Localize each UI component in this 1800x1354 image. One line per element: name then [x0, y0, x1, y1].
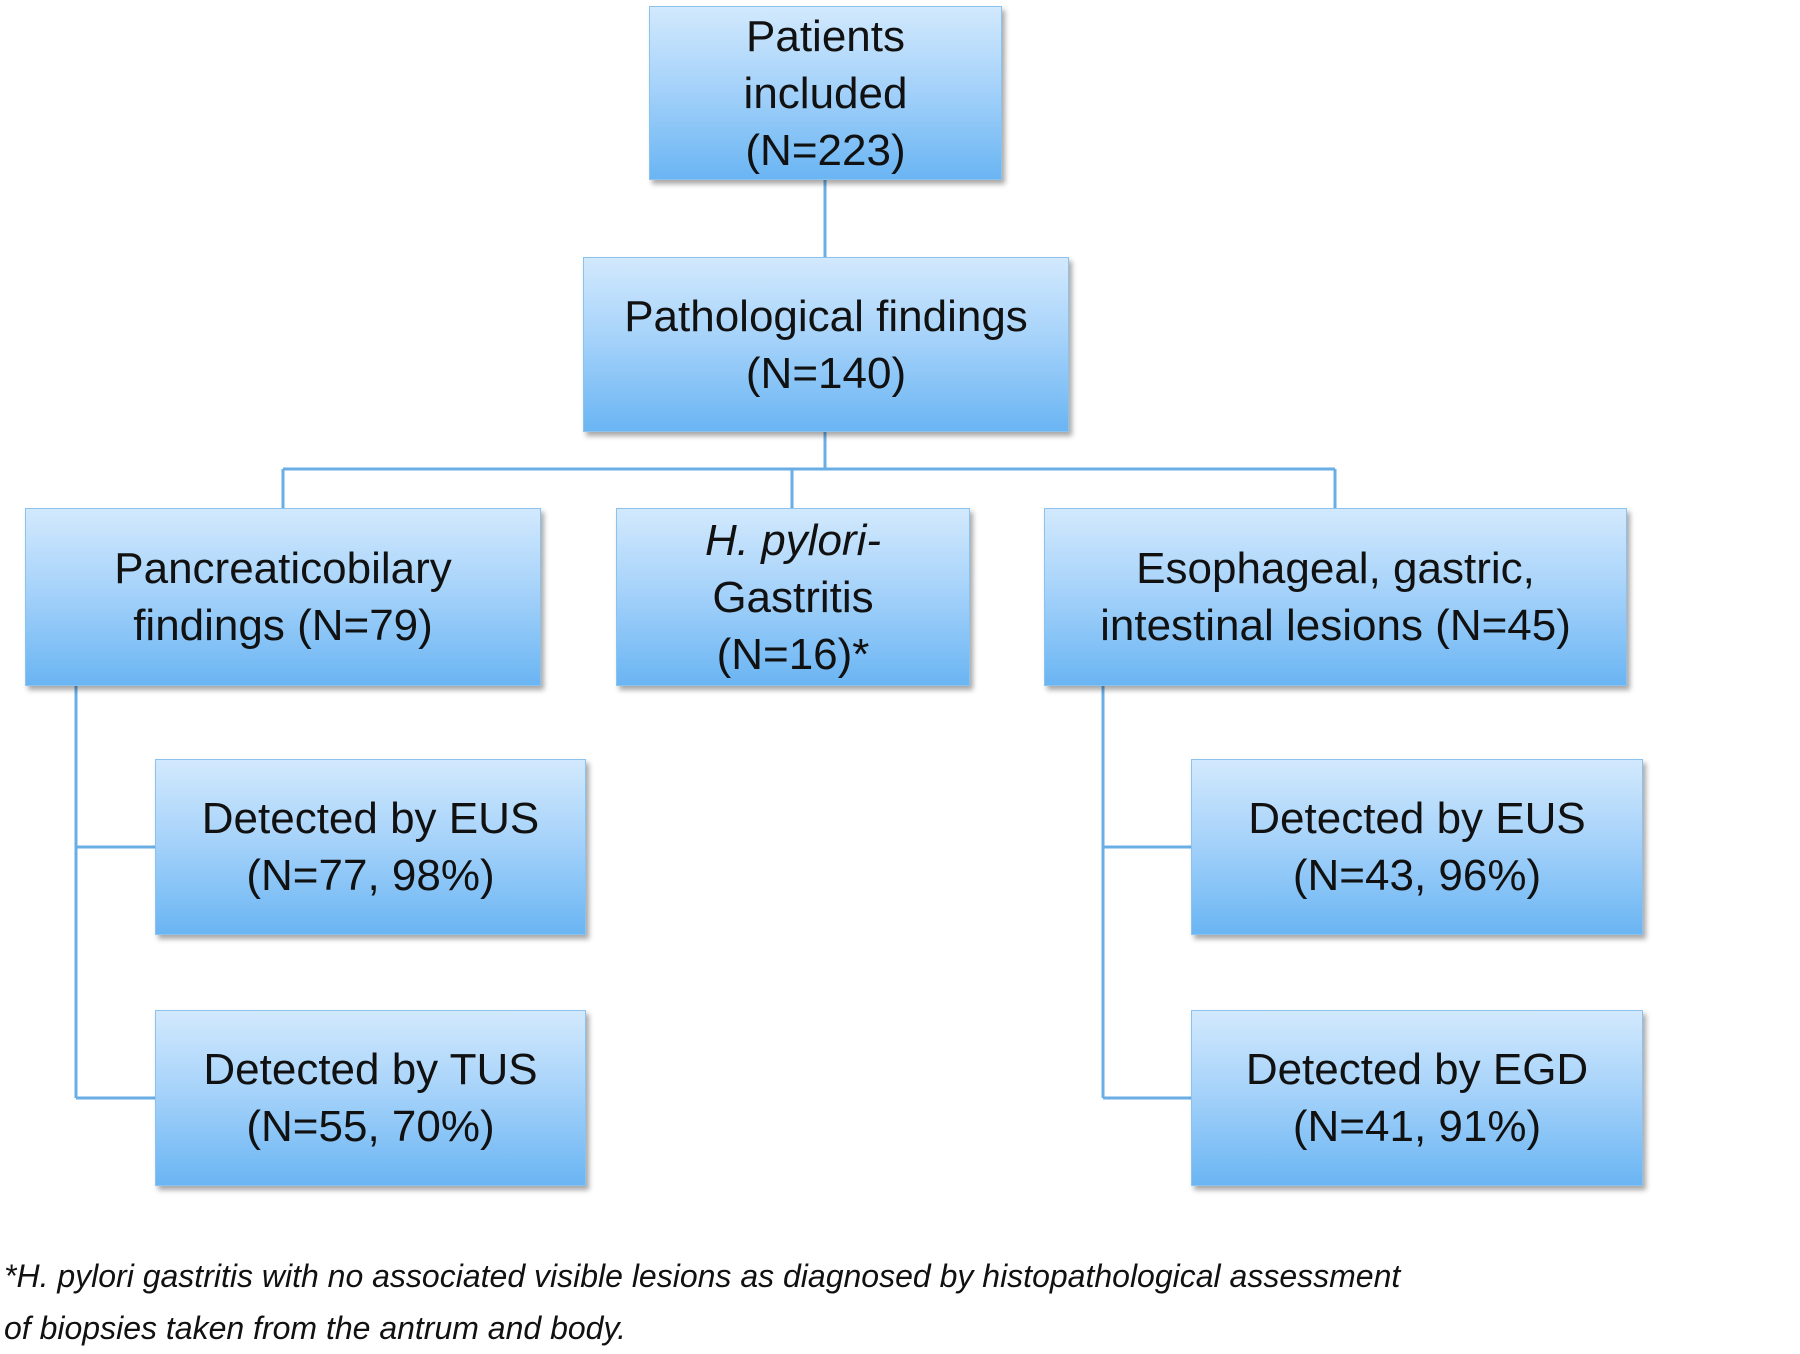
footnote-line: of biopsies taken from the antrum and bo… — [4, 1310, 626, 1346]
box-text-line: (N=16)* — [716, 629, 870, 679]
box-text-line: (N=41, 91%) — [1292, 1102, 1542, 1151]
box-text-line: intestinal lesions (N=45) — [1100, 601, 1571, 650]
box-text-line: (N=55, 70%) — [246, 1102, 495, 1151]
box-esophageal-gastric-intestinal-lesions: Esophageal, gastric, intestinal lesions … — [1044, 508, 1627, 686]
box-text-line: Gastritis — [712, 572, 874, 622]
box-text-line: Detected by EGD — [1245, 1045, 1589, 1094]
box-hpylori-gastritis: H. pylori- Gastritis (N=16)* — [616, 508, 970, 686]
box-text-line: Detected by EUS — [201, 794, 540, 843]
box-pancreaticobiliary-detected-tus: Detected by TUS (N=55, 70%) — [155, 1010, 586, 1186]
footnote: *H. pylori gastritis with no associated … — [4, 1250, 1798, 1354]
box-text-line: Detected by EUS — [1248, 794, 1586, 843]
box-text-line: Pancreaticobilary — [114, 544, 452, 593]
box-pancreaticobiliary-findings: Pancreaticobilary findings (N=79) — [25, 508, 541, 686]
box-text-line: (N=223) — [745, 125, 906, 175]
box-text-line: H. pylori- — [704, 515, 882, 565]
box-text-line: Detected by TUS — [203, 1045, 538, 1094]
box-text-line: Patients — [746, 11, 905, 61]
box-patients-included: Patients included (N=223) — [649, 6, 1002, 180]
box-pathological-findings: Pathological findings (N=140) — [583, 257, 1069, 432]
box-text-line: (N=77, 98%) — [246, 851, 495, 900]
box-text-line: Pathological findings — [624, 291, 1028, 341]
box-lesions-detected-eus: Detected by EUS (N=43, 96%) — [1191, 759, 1643, 935]
box-text-line: findings (N=79) — [133, 601, 433, 650]
box-text-line: (N=43, 96%) — [1292, 851, 1542, 900]
footnote-line: *H. pylori gastritis with no associated … — [4, 1258, 1401, 1294]
box-text-line: Esophageal, gastric, — [1136, 544, 1535, 593]
box-text-line: (N=140) — [745, 348, 907, 398]
box-lesions-detected-egd: Detected by EGD (N=41, 91%) — [1191, 1010, 1643, 1186]
box-pancreaticobiliary-detected-eus: Detected by EUS (N=77, 98%) — [155, 759, 586, 935]
box-text-line: included — [743, 68, 908, 118]
